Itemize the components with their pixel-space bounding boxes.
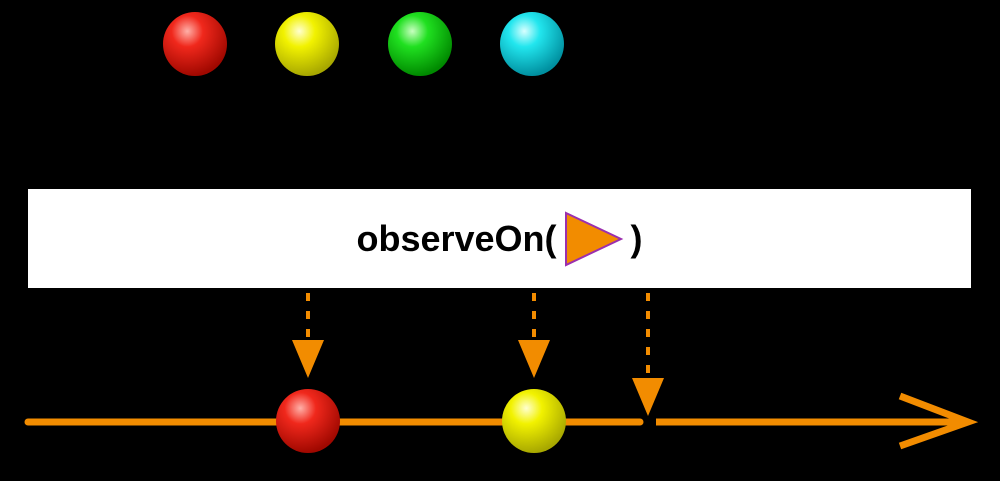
input-marble-yellow bbox=[275, 12, 339, 76]
orange-triangle-icon bbox=[564, 210, 623, 267]
input-marble-red bbox=[163, 12, 227, 76]
operator-label: observeOn( ) bbox=[356, 210, 643, 268]
output-marble-red bbox=[276, 389, 340, 453]
input-marble-cyan bbox=[500, 12, 564, 76]
error-arrow-icon bbox=[632, 293, 664, 416]
output-timeline bbox=[24, 392, 979, 450]
emission-arrow-red bbox=[292, 293, 324, 378]
emission-arrow-yellow bbox=[518, 293, 550, 378]
output-marble-yellow bbox=[502, 389, 566, 453]
input-marble-green bbox=[388, 12, 452, 76]
operator-close: ) bbox=[630, 217, 643, 259]
operator-box: observeOn( ) bbox=[28, 189, 971, 288]
operator-name: observeOn( bbox=[356, 217, 557, 259]
